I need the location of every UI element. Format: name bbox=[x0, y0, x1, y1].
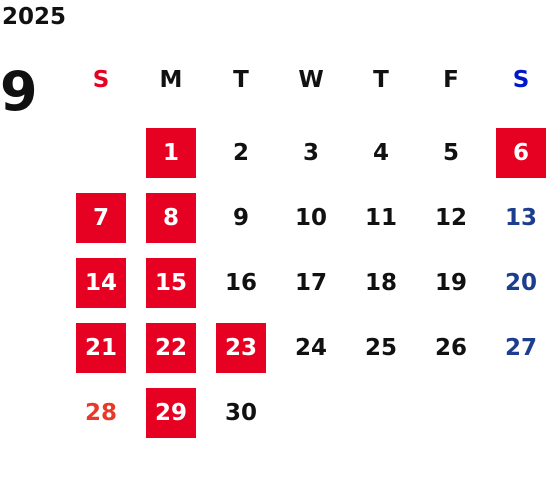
day-cell: 18 bbox=[346, 250, 416, 315]
day-cell: 7 bbox=[66, 185, 136, 250]
day-cell: 6 bbox=[486, 120, 548, 185]
calendar-date[interactable]: 4 bbox=[372, 139, 389, 166]
day-cell: 10 bbox=[276, 185, 346, 250]
day-cell: 25 bbox=[346, 315, 416, 380]
day-cell: 30 bbox=[206, 380, 276, 445]
day-cell: 29 bbox=[136, 380, 206, 445]
day-cell: 2 bbox=[206, 120, 276, 185]
day-cell: 3 bbox=[276, 120, 346, 185]
day-cell: 20 bbox=[486, 250, 548, 315]
day-cell: 27 bbox=[486, 315, 548, 380]
weekday-header: S bbox=[92, 67, 110, 93]
calendar-date[interactable]: 2 bbox=[232, 139, 249, 166]
day-cell bbox=[486, 380, 548, 445]
calendar-date[interactable]: 30 bbox=[224, 399, 257, 426]
calendar-date[interactable]: 5 bbox=[442, 139, 459, 166]
holiday-date[interactable]: 14 bbox=[76, 257, 126, 308]
day-cell: 4 bbox=[346, 120, 416, 185]
calendar-date[interactable]: 25 bbox=[364, 334, 397, 361]
holiday-date[interactable]: 29 bbox=[146, 387, 196, 438]
calendar-date[interactable]: 12 bbox=[434, 204, 467, 231]
day-cell: 11 bbox=[346, 185, 416, 250]
calendar-date[interactable]: 28 bbox=[84, 399, 117, 426]
day-cell bbox=[66, 120, 136, 185]
holiday-date[interactable]: 22 bbox=[146, 322, 196, 373]
day-cell: 9 bbox=[206, 185, 276, 250]
holiday-date[interactable]: 1 bbox=[146, 127, 196, 178]
weekday-header: F bbox=[443, 67, 459, 93]
weekday-header: M bbox=[159, 67, 183, 93]
day-cell: 16 bbox=[206, 250, 276, 315]
holiday-date[interactable]: 15 bbox=[146, 257, 196, 308]
calendar-date[interactable]: 20 bbox=[504, 269, 537, 296]
day-cell: 24 bbox=[276, 315, 346, 380]
day-cell bbox=[346, 380, 416, 445]
holiday-date[interactable]: 6 bbox=[496, 127, 546, 178]
weekday-header: T bbox=[373, 67, 389, 93]
day-cell: 28 bbox=[66, 380, 136, 445]
calendar-date[interactable]: 9 bbox=[232, 204, 249, 231]
calendar-date[interactable]: 13 bbox=[504, 204, 537, 231]
day-cell: 12 bbox=[416, 185, 486, 250]
calendar-date[interactable]: 11 bbox=[364, 204, 397, 231]
calendar-date[interactable]: 16 bbox=[224, 269, 257, 296]
calendar-date[interactable]: 24 bbox=[294, 334, 327, 361]
calendar-date[interactable]: 18 bbox=[364, 269, 397, 296]
calendar-year: 2025 bbox=[2, 4, 67, 30]
day-cell: 5 bbox=[416, 120, 486, 185]
day-cell: 26 bbox=[416, 315, 486, 380]
day-cell bbox=[276, 380, 346, 445]
holiday-date[interactable]: 23 bbox=[216, 322, 266, 373]
calendar-date[interactable]: 27 bbox=[504, 334, 537, 361]
calendar-date[interactable]: 10 bbox=[294, 204, 327, 231]
day-cell: 23 bbox=[206, 315, 276, 380]
day-cell: 17 bbox=[276, 250, 346, 315]
calendar-date[interactable]: 26 bbox=[434, 334, 467, 361]
holiday-date[interactable]: 7 bbox=[76, 192, 126, 243]
weekday-header: W bbox=[298, 67, 324, 93]
day-cell: 8 bbox=[136, 185, 206, 250]
weekday-header: T bbox=[233, 67, 249, 93]
day-cell: 14 bbox=[66, 250, 136, 315]
calendar-date[interactable]: 17 bbox=[294, 269, 327, 296]
day-cell: 1 bbox=[136, 120, 206, 185]
weekday-header: S bbox=[512, 67, 530, 93]
calendar-date[interactable]: 19 bbox=[434, 269, 467, 296]
holiday-date[interactable]: 8 bbox=[146, 192, 196, 243]
holiday-date[interactable]: 21 bbox=[76, 322, 126, 373]
calendar-month: 9 bbox=[0, 60, 38, 123]
day-cell: 15 bbox=[136, 250, 206, 315]
day-cell: 21 bbox=[66, 315, 136, 380]
calendar-date[interactable]: 3 bbox=[302, 139, 319, 166]
day-cell: 22 bbox=[136, 315, 206, 380]
day-cell: 19 bbox=[416, 250, 486, 315]
day-cell: 13 bbox=[486, 185, 548, 250]
day-cell bbox=[416, 380, 486, 445]
